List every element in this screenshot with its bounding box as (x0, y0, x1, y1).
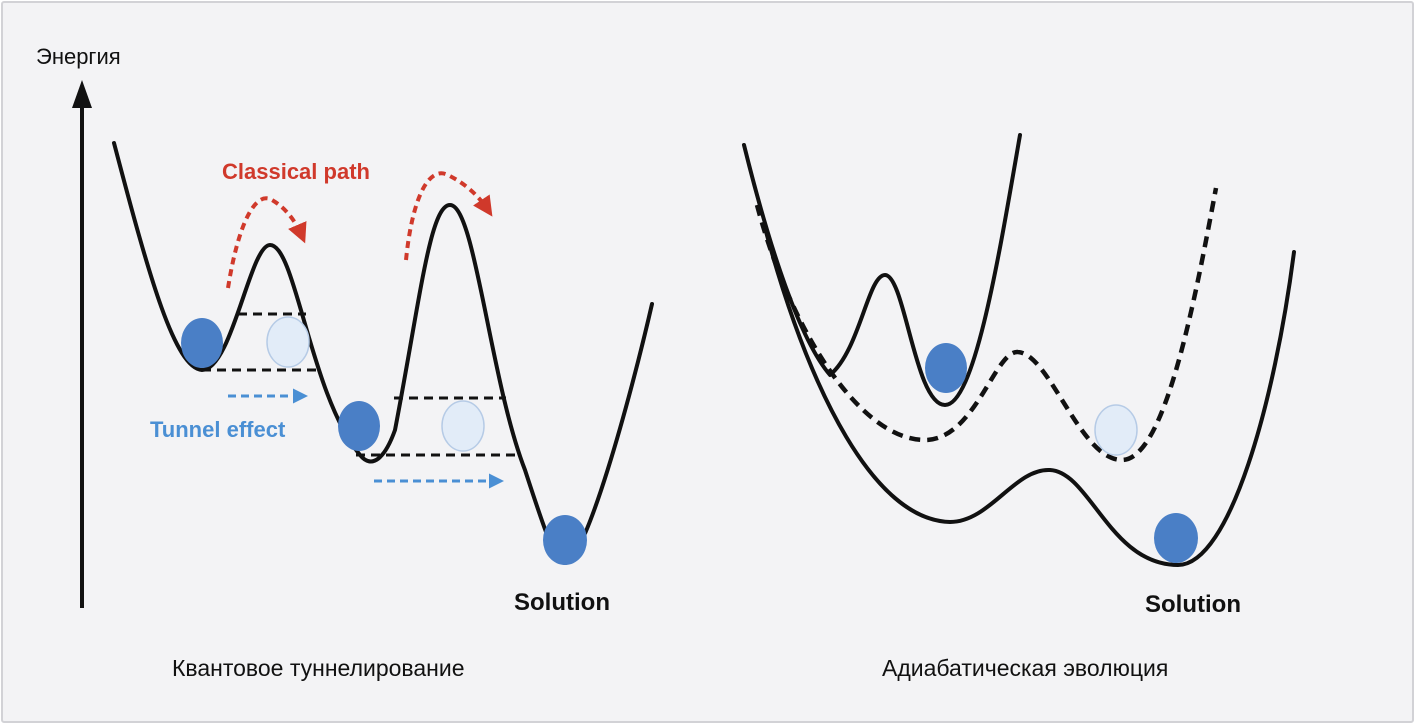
initial-landscape-curve (742, 133, 1022, 407)
left-solution-label: Solution (514, 589, 610, 616)
energy-axis-label: Энергия (36, 44, 121, 69)
left-panel-caption: Квантовое туннелирование (172, 655, 465, 681)
state-ball (181, 318, 223, 368)
classical-path-arrow (226, 196, 307, 289)
right-solution-label: Solution (1145, 591, 1241, 618)
solution-ball (543, 515, 587, 565)
right-panel-caption: Адиабатическая эволюция (882, 655, 1168, 681)
classical-path-arrow (404, 171, 493, 261)
energy-axis-arrowhead (72, 80, 92, 108)
solution-ball (1154, 513, 1198, 563)
ghost-state-ball (1094, 404, 1138, 456)
ghost-state-ball (266, 316, 310, 368)
tunnel-effect-label: Tunnel effect (150, 417, 286, 442)
state-ball (338, 401, 380, 451)
ghost-state-ball (441, 400, 485, 452)
intermediate-landscape-curve (754, 187, 1219, 463)
classical-path-label: Classical path (222, 159, 370, 184)
final-landscape-curve (763, 226, 1296, 567)
state-ball (925, 343, 967, 393)
